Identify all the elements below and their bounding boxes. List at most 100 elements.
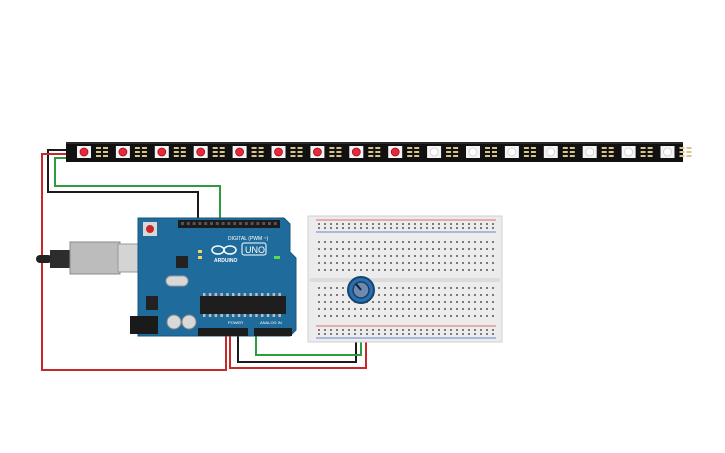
breadboard-hole <box>396 301 398 303</box>
chip-leg <box>278 314 281 317</box>
breadboard-hole <box>354 329 356 331</box>
breadboard-hole <box>456 315 458 317</box>
led-solder-pad <box>368 155 374 157</box>
breadboard-hole <box>426 294 428 296</box>
led-solder-pad <box>407 151 413 153</box>
header-pin <box>192 222 196 225</box>
breadboard-hole <box>336 333 338 335</box>
arduino-uno[interactable]: DIGITAL (PWM ~) ARDUINO UNO POWER AN <box>36 217 297 337</box>
breadboard-hole <box>342 269 344 271</box>
breadboard-hole <box>396 329 398 331</box>
breadboard-hole <box>462 301 464 303</box>
chip-leg <box>237 314 241 317</box>
breadboard-hole <box>420 287 422 289</box>
led-solder-pad <box>336 151 342 153</box>
breadboard-hole <box>318 308 320 310</box>
breadboard-hole <box>396 262 398 264</box>
breadboard-hole <box>426 287 428 289</box>
breadboard-hole <box>336 315 338 317</box>
breadboard-hole <box>426 262 428 264</box>
breadboard-hole <box>372 255 374 257</box>
breadboard-hole <box>492 308 494 310</box>
breadboard-hole <box>480 294 482 296</box>
power-header[interactable] <box>198 328 248 336</box>
breadboard-hole <box>324 255 326 257</box>
breadboard-hole <box>396 287 398 289</box>
breadboard-hole <box>432 255 434 257</box>
led-pixel-light <box>663 147 672 157</box>
breadboard-hole <box>450 308 452 310</box>
breadboard-hole <box>372 301 374 303</box>
breadboard-hole <box>318 315 320 317</box>
breadboard-hole <box>330 329 332 331</box>
breadboard-hole <box>468 241 470 243</box>
chip-leg <box>220 314 223 317</box>
breadboard-hole <box>378 287 380 289</box>
breadboard-hole <box>444 255 446 257</box>
breadboard-hole <box>348 269 350 271</box>
arduino-board <box>137 217 297 337</box>
breadboard-hole <box>408 315 410 317</box>
breadboard-hole <box>474 223 476 225</box>
breadboard-hole <box>396 315 398 317</box>
breadboard-hole <box>486 227 488 229</box>
breadboard-hole <box>402 315 404 317</box>
wire-strip-power-red[interactable] <box>41 153 227 371</box>
dc-jack[interactable] <box>130 316 158 334</box>
wire-strip-data-green[interactable] <box>54 157 221 222</box>
led-solder-pad <box>297 147 303 149</box>
breadboard-hole <box>354 269 356 271</box>
chip-leg <box>272 293 276 296</box>
breadboard-hole <box>450 269 452 271</box>
led-solder-pad <box>523 151 529 153</box>
breadboard-hole <box>456 269 458 271</box>
breadboard-hole <box>360 333 362 335</box>
breadboard-hole <box>378 329 380 331</box>
led-solder-pad <box>219 147 225 149</box>
breadboard-hole <box>486 329 488 331</box>
breadboard-hole <box>474 315 476 317</box>
led-solder-pad <box>290 155 296 157</box>
breadboard-hole <box>426 248 428 250</box>
led-pixel-light <box>507 147 517 157</box>
led-strip[interactable] <box>66 142 692 162</box>
breadboard-hole <box>420 333 422 335</box>
breadboard-hole <box>426 227 428 229</box>
breadboard-hole <box>390 308 392 310</box>
led-solder-pad <box>258 155 264 157</box>
led-solder-pad <box>173 155 179 157</box>
breadboard-hole <box>396 333 398 335</box>
breadboard-hole <box>468 269 470 271</box>
breadboard-hole <box>378 301 380 303</box>
breadboard-hole <box>450 223 452 225</box>
breadboard-hole <box>420 308 422 310</box>
wire-strip-to-gnd-black[interactable] <box>47 149 199 222</box>
breadboard-hole <box>342 294 344 296</box>
potentiometer[interactable] <box>347 276 375 304</box>
led-solder-pad <box>414 151 420 153</box>
breadboard-hole <box>450 294 452 296</box>
analog-header[interactable] <box>254 328 292 336</box>
breadboard[interactable] <box>307 215 503 343</box>
breadboard-hole <box>486 241 488 243</box>
breadboard-hole <box>486 269 488 271</box>
led-pixel <box>154 146 186 158</box>
breadboard-hole <box>486 308 488 310</box>
breadboard-hole <box>402 301 404 303</box>
led-solder-pad <box>679 151 685 153</box>
digital-pins <box>181 222 277 225</box>
breadboard-hole <box>336 241 338 243</box>
breadboard-hole <box>426 329 428 331</box>
breadboard-hole <box>378 223 380 225</box>
led-solder-pad <box>173 151 179 153</box>
led-solder-pad <box>103 147 108 149</box>
chip-leg <box>237 293 241 296</box>
breadboard-hole <box>360 308 362 310</box>
breadboard-hole <box>456 287 458 289</box>
breadboard-hole <box>480 329 482 331</box>
breadboard-hole <box>384 227 386 229</box>
breadboard-hole <box>480 301 482 303</box>
led-pixel-light <box>585 147 595 157</box>
led-solder-pad <box>485 147 490 149</box>
